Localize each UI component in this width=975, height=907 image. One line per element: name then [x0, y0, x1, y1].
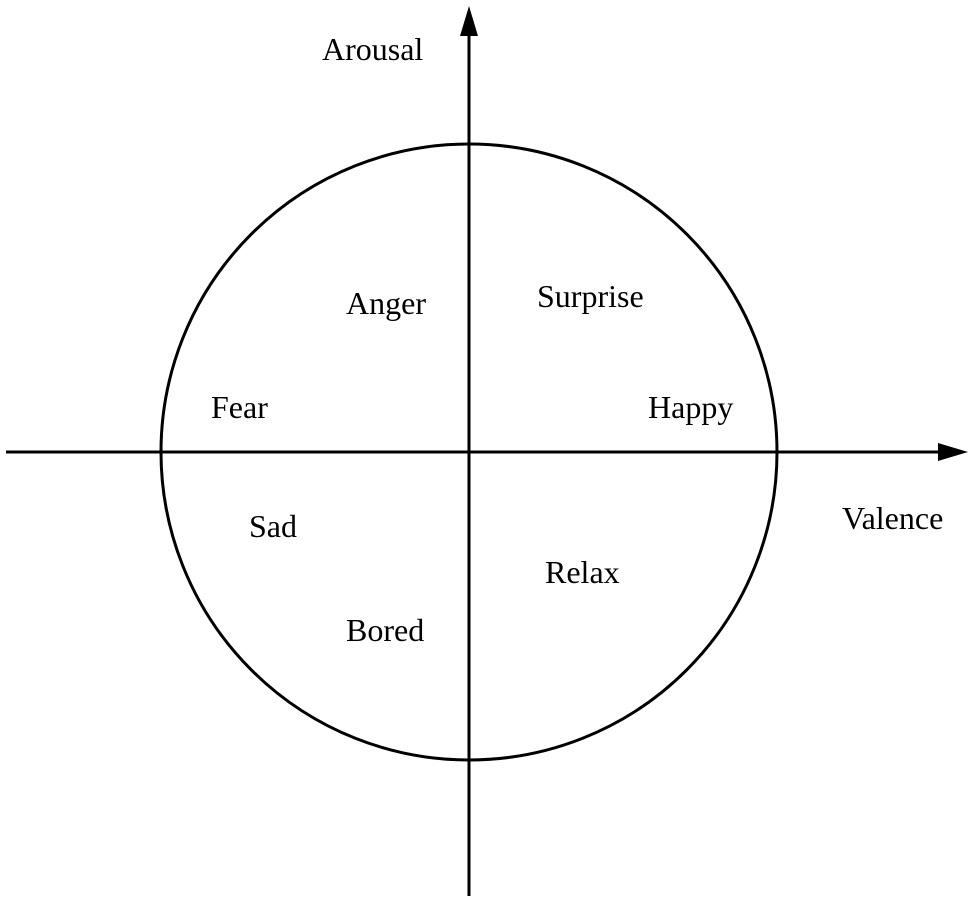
emotion-label-fear: Fear: [211, 389, 268, 425]
emotion-label-relax: Relax: [545, 554, 620, 590]
valence-axis-arrowhead: [938, 443, 968, 461]
emotion-label-happy: Happy: [648, 389, 733, 425]
emotion-label-surprise: Surprise: [537, 278, 644, 314]
arousal-axis-arrowhead: [460, 6, 478, 36]
arousal-axis-label: Arousal: [322, 31, 423, 67]
valence-axis-label: Valence: [842, 500, 943, 536]
emotion-label-anger: Anger: [346, 285, 426, 321]
emotion-label-bored: Bored: [346, 612, 424, 648]
emotion-label-sad: Sad: [249, 508, 297, 544]
